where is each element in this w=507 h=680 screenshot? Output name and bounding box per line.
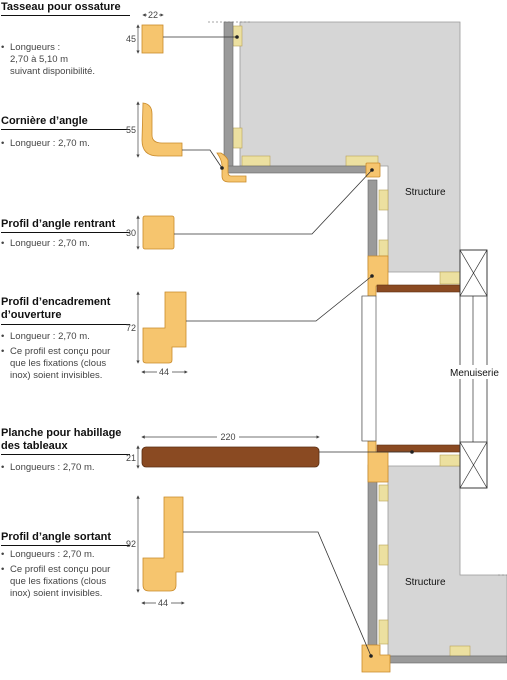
bullet-encadrement-length: •Longueur : 2,70 m. (1, 331, 90, 342)
title-underline (1, 129, 130, 130)
batten (232, 127, 243, 149)
angle-rentrant-specimen (142, 215, 175, 250)
title-angle-rentrant: Profil d’angle rentrant (1, 218, 116, 230)
tableau-plank-top (376, 284, 461, 293)
dimension-30: 30 (126, 228, 136, 238)
angle-sortant-profile (361, 644, 391, 673)
title-underline (1, 545, 130, 546)
cladding-panel (387, 655, 507, 664)
bullet-encadrement-note: •Ce profil est conçu pour que les fixati… (1, 346, 111, 381)
bullet-angle-sortant-note: •Ce profil est conçu pour que les fixati… (1, 564, 111, 599)
corniere-angle (216, 152, 247, 183)
batten (439, 454, 461, 467)
leader-sortant (183, 531, 372, 657)
cladding-panel (223, 21, 234, 173)
batten (449, 645, 471, 657)
structure-bottom (387, 465, 507, 657)
tableau-plank-bottom (376, 444, 461, 453)
dimension-45: 45 (126, 34, 136, 44)
cladding-panel (223, 165, 371, 174)
batten (378, 189, 389, 211)
bullet-planche-lengths: •Longueurs : 2,70 m. (1, 462, 95, 473)
batten (378, 239, 389, 257)
cladding-panel (367, 464, 378, 646)
batten (378, 484, 389, 502)
bullet-angle-rentrant-length: •Longueur : 2,70 m. (1, 238, 90, 249)
leader-corniere (182, 149, 223, 169)
title-underline (1, 232, 130, 233)
dimension-22: 22 (148, 10, 158, 20)
tasseau-specimen (141, 24, 164, 54)
title-underline (1, 324, 130, 325)
batten (378, 619, 389, 645)
dimension-44: 44 (159, 367, 169, 377)
batten (378, 544, 389, 566)
planche-specimen (141, 446, 320, 468)
structure-label-top: Structure (405, 187, 446, 198)
dimension-44: 44 (158, 598, 168, 608)
corniere-specimen (141, 102, 183, 157)
dimension-55: 55 (126, 125, 136, 135)
bullet-angle-sortant-lengths: •Longueurs : 2,70 m. (1, 549, 95, 560)
structure-label-bottom: Structure (405, 577, 446, 588)
structure-top (239, 21, 461, 273)
title-underline (1, 15, 130, 16)
title-angle-sortant: Profil d’angle sortant (1, 531, 112, 543)
leader-encadrement (186, 275, 373, 322)
menuiserie-label: Menuiserie (450, 368, 499, 379)
dimension-21: 21 (126, 453, 136, 463)
dimension-92: 92 (126, 539, 136, 549)
batten (241, 155, 271, 167)
bullet-corniere-length: •Longueur : 2,70 m. (1, 138, 90, 149)
title-corniere: Cornière d’angle (1, 115, 88, 127)
angle-sortant-specimen (142, 496, 184, 592)
bullet-tasseau-lengths: •Longueurs : 2,70 à 5,10 m suivant dispo… (1, 42, 96, 77)
batten (439, 271, 461, 285)
leader-rentrant (174, 169, 373, 235)
title-underline (1, 454, 130, 455)
dimension-220: 220 (220, 432, 235, 442)
title-tasseau: Tasseau pour ossature (1, 1, 121, 13)
dimension-72: 72 (126, 323, 136, 333)
encadrement-specimen (142, 291, 187, 364)
